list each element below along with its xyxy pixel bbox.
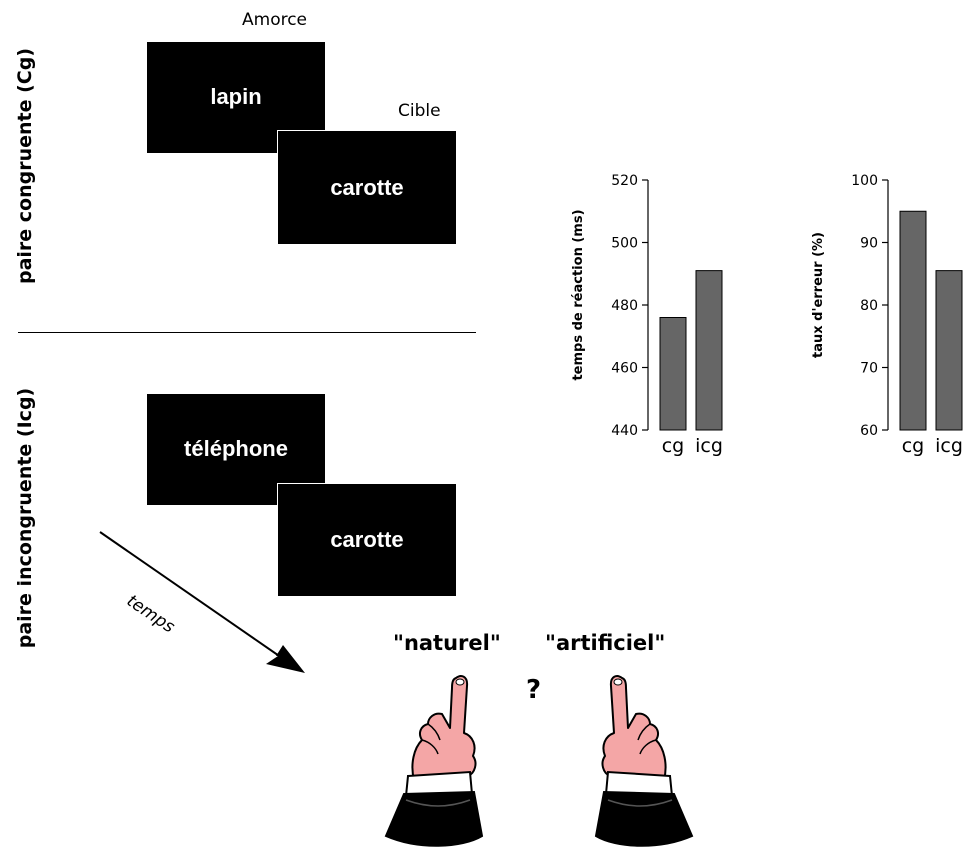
arrow-head xyxy=(266,645,305,673)
rt-bar-icg xyxy=(695,270,723,431)
choice-artificiel: "artificiel" xyxy=(545,631,666,655)
left-hand-icon xyxy=(384,675,484,847)
rt-y-tick-label: 500 xyxy=(611,236,638,252)
err-y-tick-label: 90 xyxy=(860,236,878,252)
rt-y-tick-label: 520 xyxy=(611,173,638,189)
err-y-tick-label: 80 xyxy=(860,298,878,314)
rt-y-tick-label: 440 xyxy=(611,423,638,439)
incongruent-prime-word: téléphone xyxy=(184,436,288,461)
right-hand-icon xyxy=(594,675,694,847)
rt-y-axis-title: temps de réaction (ms) xyxy=(571,209,586,380)
incongruent-row-label: paire incongruente (Icg) xyxy=(14,387,36,649)
congruent-row-label: paire congruente (Cg) xyxy=(14,47,36,285)
row-divider xyxy=(18,332,476,333)
err-bar-icg xyxy=(935,270,963,431)
incongruent-target-word: carotte xyxy=(330,527,404,552)
rt-x-label-icg: icg xyxy=(695,435,723,457)
err-y-tick-label: 70 xyxy=(860,361,878,377)
prime-caption: Amorce xyxy=(242,10,308,30)
target-caption: Cible xyxy=(398,101,441,121)
rt-y-tick-label: 460 xyxy=(611,361,638,377)
congruent-prime-word: lapin xyxy=(210,84,262,109)
rt-bar-cg xyxy=(659,317,687,431)
time-arrow xyxy=(99,531,305,673)
incongruent-target-box: carotte xyxy=(277,483,457,597)
err-y-axis-title: taux d'erreur (%) xyxy=(811,232,826,358)
err-y-tick-label: 60 xyxy=(860,423,878,439)
err-x-label-cg: cg xyxy=(902,435,925,457)
rt-x-label-cg: cg xyxy=(662,435,685,457)
err-x-label-icg: icg xyxy=(935,435,963,457)
choice-naturel: "naturel" xyxy=(393,631,501,655)
congruent-prime-box: lapin xyxy=(146,41,326,154)
err-y-tick-label: 100 xyxy=(851,173,878,189)
congruent-target-word: carotte xyxy=(330,174,404,200)
rt-y-tick-label: 480 xyxy=(611,298,638,314)
err-bar-cg xyxy=(899,210,927,431)
question-mark: ? xyxy=(526,675,542,705)
congruent-target-box: carotte xyxy=(277,130,457,245)
